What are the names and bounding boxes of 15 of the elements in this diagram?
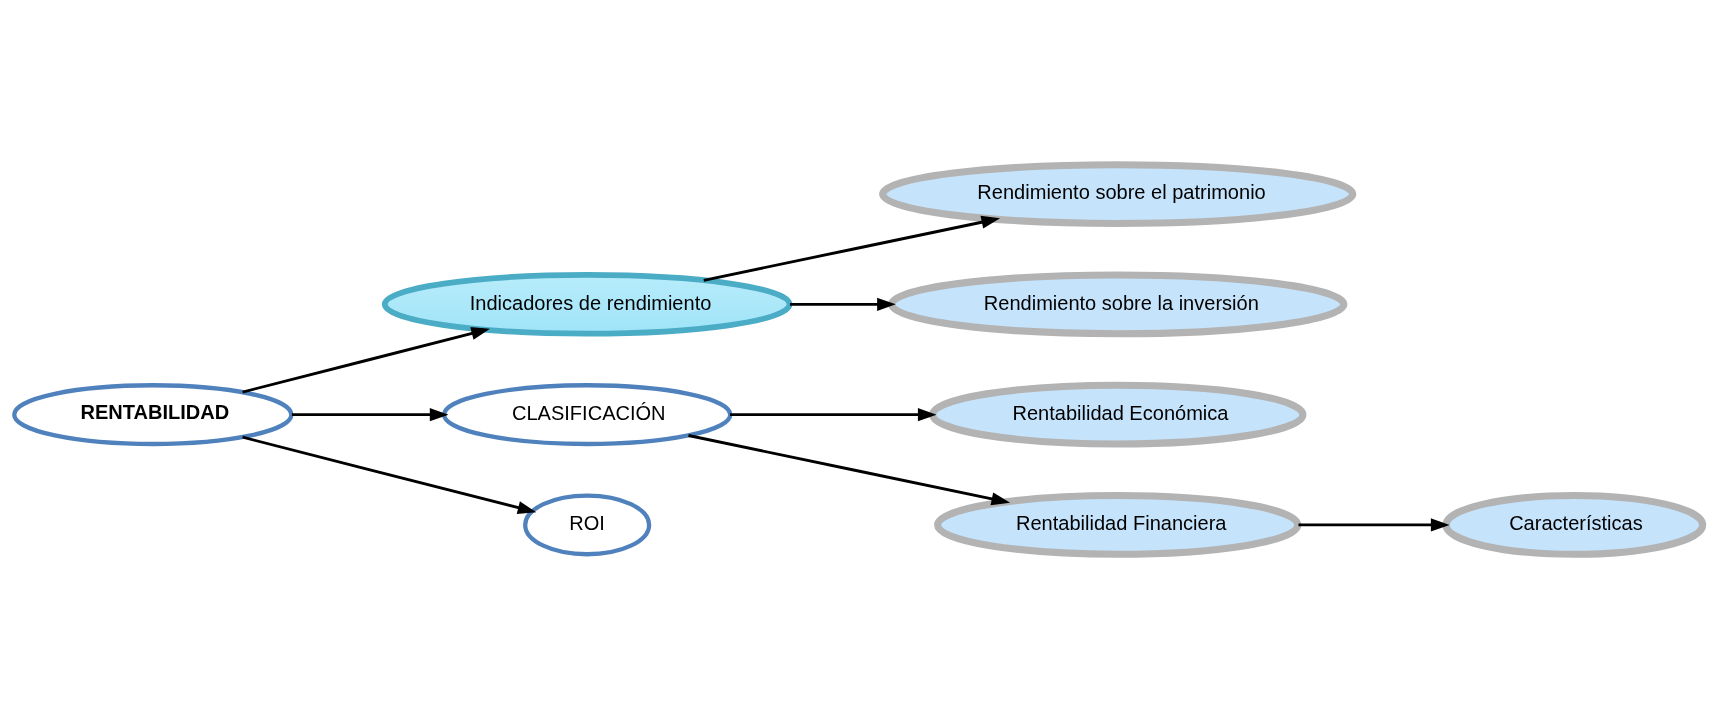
- node-ellipse: RENTABILIDAD: [12, 382, 294, 446]
- arrow: [789, 297, 896, 311]
- arrow: [1298, 517, 1450, 531]
- arrow: [730, 407, 937, 421]
- node-ellipse: Rentabilidad Económica: [928, 381, 1307, 448]
- node-ellipse: ROI: [523, 492, 652, 556]
- node-ellipse: CLASIFICACIÓN: [441, 382, 733, 446]
- node-ellipse: Rendimiento sobre la inversión: [888, 270, 1348, 337]
- arrow: [242, 435, 537, 514]
- arrow: [242, 326, 490, 393]
- arrow: [688, 433, 1011, 505]
- arrow: [703, 215, 1001, 282]
- node-ellipse: Indicadores de rendimiento: [381, 271, 793, 337]
- arrow: [291, 407, 449, 421]
- node-ellipse: Características: [1442, 491, 1707, 558]
